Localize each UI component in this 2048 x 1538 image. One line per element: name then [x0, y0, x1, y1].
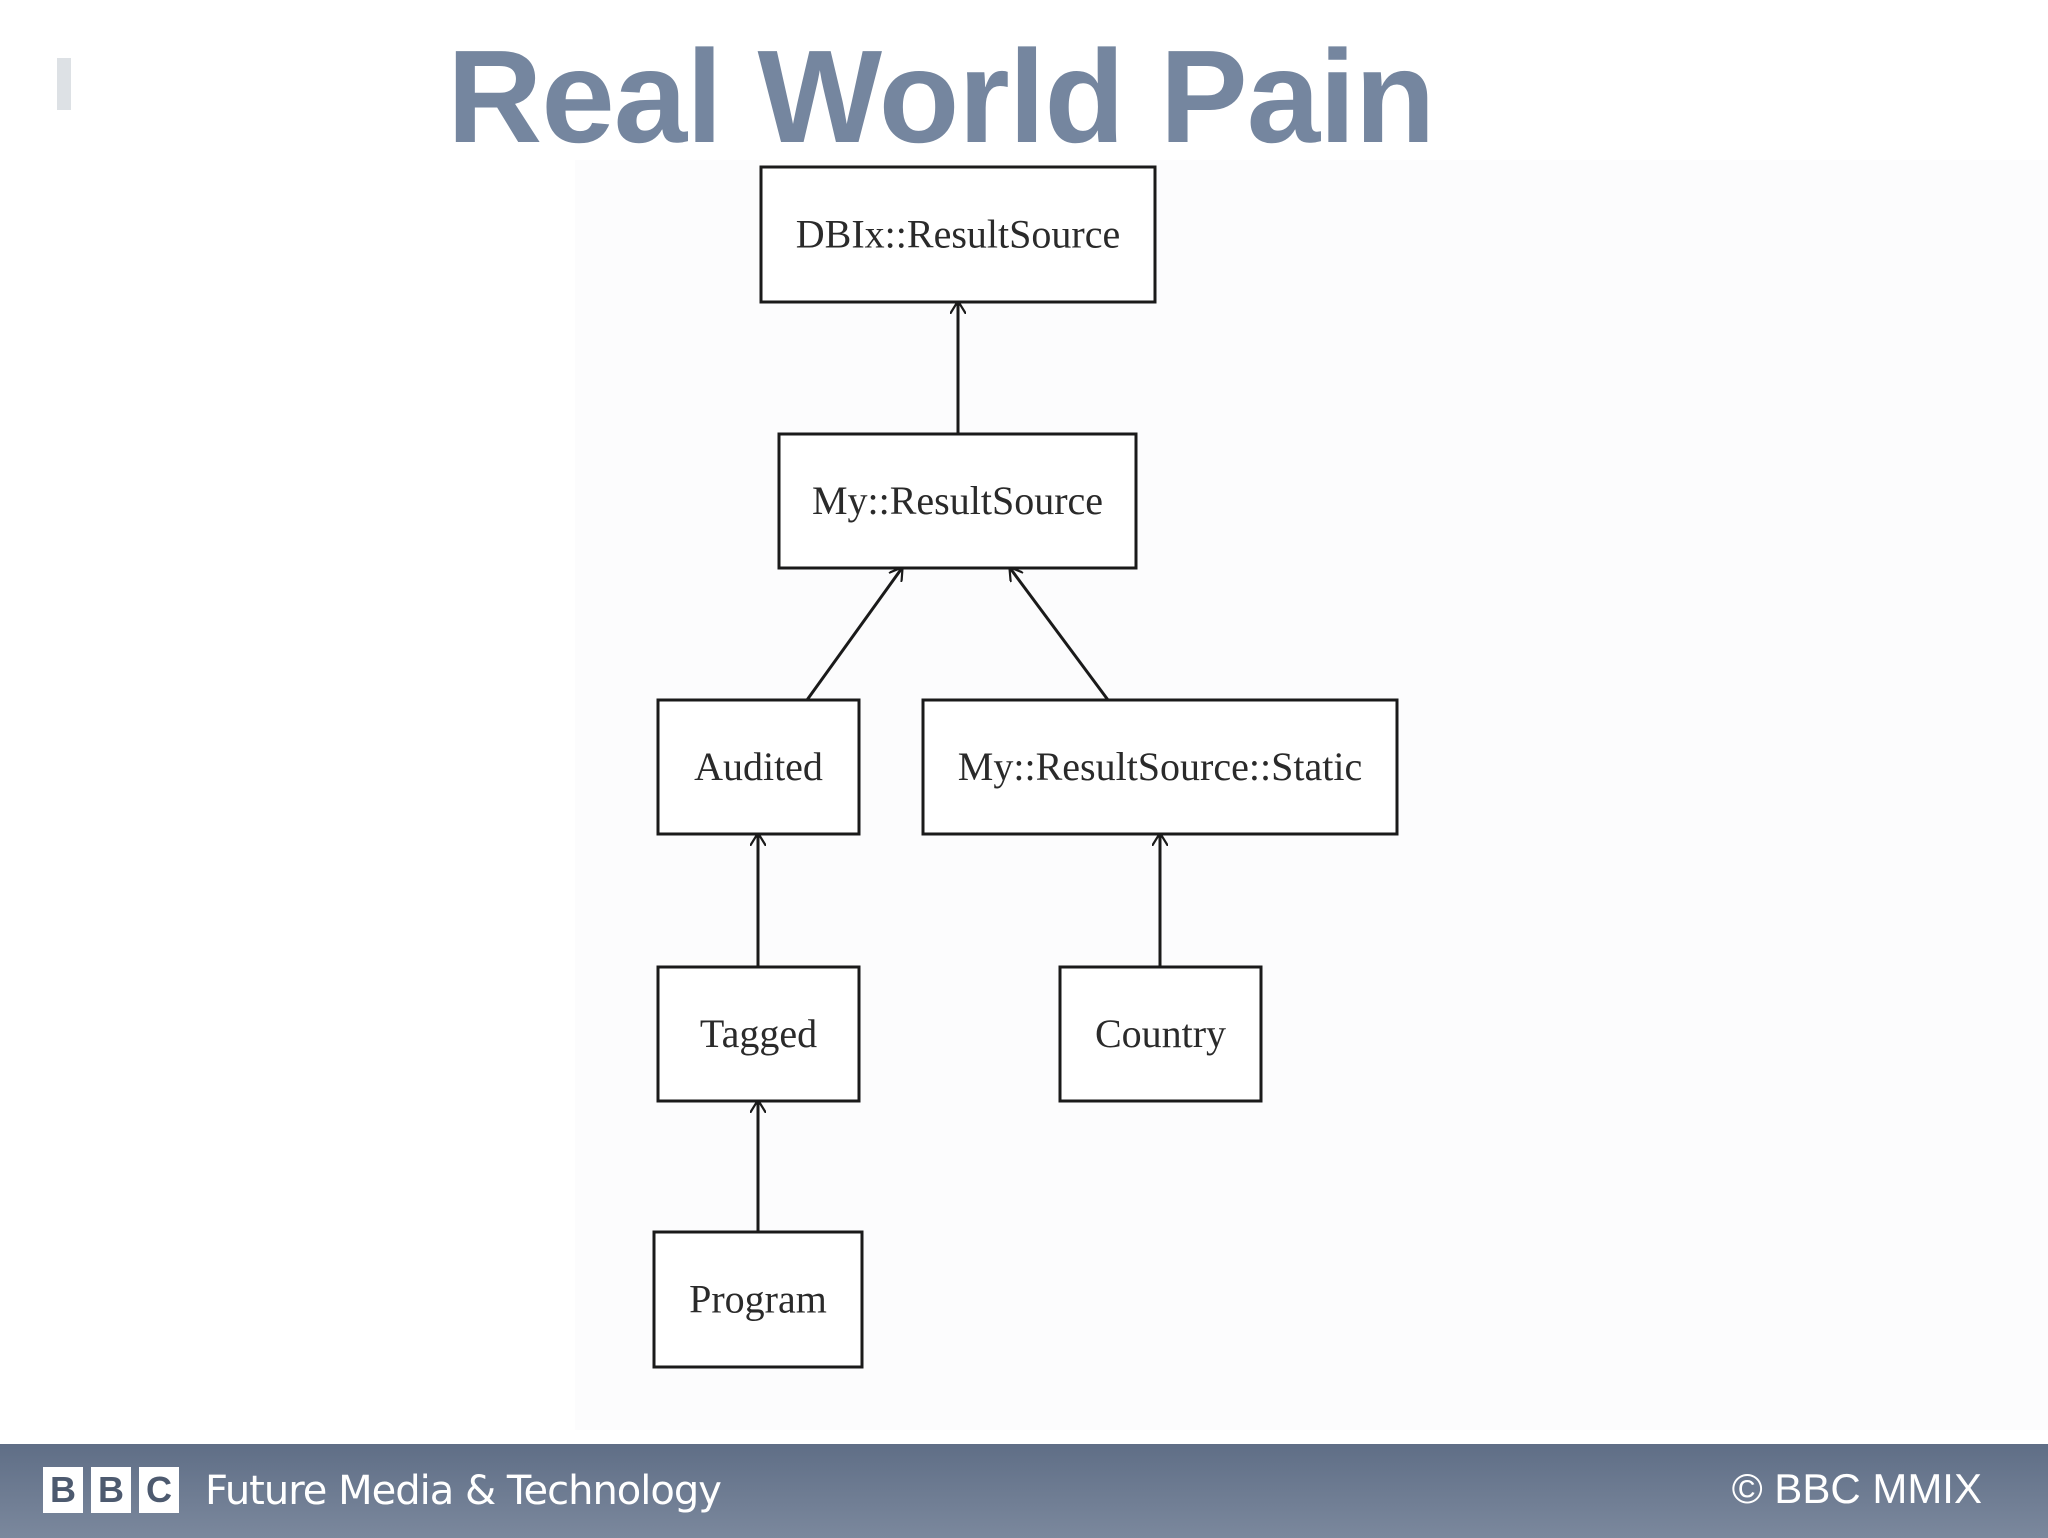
- class-node-program: Program: [652, 1230, 864, 1369]
- inheritance-arrow: [805, 568, 902, 701]
- class-box: [777, 432, 1138, 570]
- footer-copyright: © BBC MMIX: [1731, 1465, 1982, 1512]
- class-label: Audited: [694, 744, 823, 789]
- slide-title: Real World Pain: [447, 23, 1435, 170]
- class-box: [656, 698, 861, 836]
- bbc-logo-block: C: [139, 1467, 179, 1513]
- class-label: Program: [689, 1277, 827, 1322]
- class-label: Country: [1095, 1011, 1226, 1056]
- class-node-my-resultsource: My::ResultSource: [777, 432, 1138, 570]
- inheritance-arrow: [1010, 568, 1110, 701]
- class-box: [652, 1230, 864, 1369]
- class-node-country: Country: [1058, 965, 1263, 1103]
- class-node-tagged: Tagged: [656, 965, 861, 1103]
- class-node-audited: Audited: [656, 698, 861, 836]
- class-box: [656, 965, 861, 1103]
- bbc-logo-block: B: [91, 1467, 131, 1513]
- footer-bar: B B C Future Media & Technology © BBC MM…: [0, 1444, 2048, 1538]
- class-box: [921, 698, 1399, 836]
- bbc-logo-block: B: [43, 1467, 83, 1513]
- class-box: [759, 165, 1157, 304]
- class-label: Tagged: [700, 1011, 817, 1056]
- class-label: My::ResultSource: [812, 478, 1103, 523]
- footer-department: Future Media & Technology: [205, 1468, 722, 1514]
- bbc-logo: B B C: [43, 1467, 179, 1513]
- class-box: [1058, 965, 1263, 1103]
- class-node-my-resultsource-static: My::ResultSource::Static: [921, 698, 1399, 836]
- slide-corner-mark: [57, 58, 71, 110]
- class-label: My::ResultSource::Static: [958, 744, 1362, 789]
- class-label: DBIx::ResultSource: [796, 212, 1120, 257]
- class-node-dbix-resultsource: DBIx::ResultSource: [759, 165, 1157, 304]
